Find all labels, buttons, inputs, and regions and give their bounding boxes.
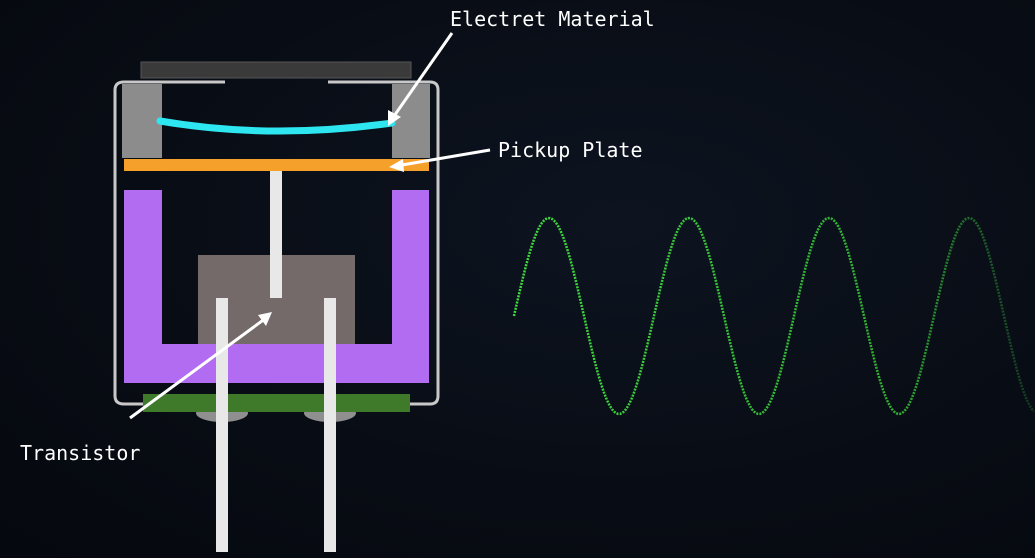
transistor-arrow bbox=[129, 312, 272, 420]
pickup-plate bbox=[124, 159, 429, 171]
electret-label: Electret Material bbox=[450, 7, 655, 31]
pickup-arrow bbox=[389, 148, 491, 172]
left-gasket bbox=[122, 84, 162, 158]
transistor-label: Transistor bbox=[20, 441, 140, 465]
center-lead bbox=[270, 171, 282, 298]
backplate bbox=[124, 190, 429, 383]
pcb-strip bbox=[143, 394, 410, 412]
pickup-label: Pickup Plate bbox=[498, 138, 643, 162]
output-waveform bbox=[512, 216, 1035, 416]
electret-membrane bbox=[156, 117, 396, 135]
right-gasket bbox=[392, 84, 430, 158]
top-cap bbox=[140, 61, 412, 79]
left-lead bbox=[216, 298, 228, 552]
right-lead bbox=[324, 298, 336, 552]
electret-arrow bbox=[388, 32, 454, 126]
